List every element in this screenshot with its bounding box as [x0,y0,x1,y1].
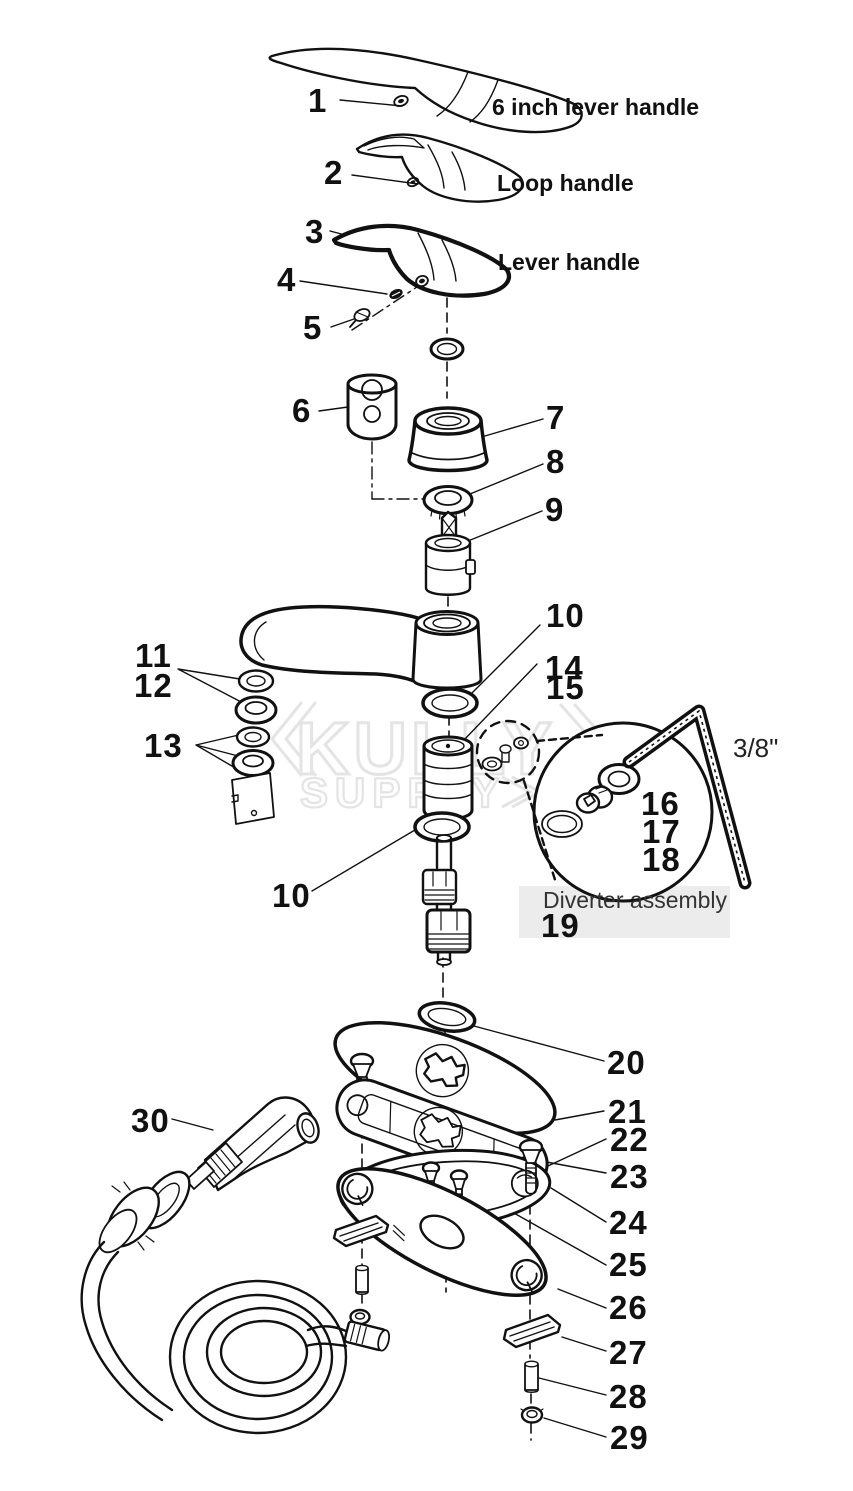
part-label-9: 9 [545,491,565,528]
part-label-30: 30 [131,1102,170,1139]
part-label-13: 13 [144,727,183,764]
hex-key-art [622,704,752,890]
part-label-20: 20 [607,1044,646,1081]
part-label-10b: 10 [272,877,311,914]
part-label-18: 18 [642,841,681,878]
part-label-8: 8 [546,443,566,480]
nuts-art [349,1308,544,1424]
bottom-plate-art [336,1167,548,1297]
shank-art [421,834,472,966]
small-screws-art [421,1161,469,1209]
loop-handle-art [355,133,524,203]
caption-loop-handle: Loop handle [497,170,634,196]
part-label-11: 11 [135,637,172,674]
lever-handle-art [331,223,511,298]
part-label-1: 1 [308,82,328,119]
part-label-23: 23 [610,1158,649,1195]
part-label-15: 15 [546,669,585,706]
part-label-5: 5 [303,309,323,346]
spacers-art [355,1264,539,1393]
axis-lines [351,280,427,500]
mounting-screw-right-art [518,1138,544,1195]
set-screw-art [389,288,403,300]
part-label-3: 3 [305,213,325,250]
part-label-10: 10 [546,597,585,634]
spout-o-ring-upper-art [421,687,479,719]
six-inch-lever-handle-art [268,47,583,134]
part-label-29: 29 [610,1419,649,1456]
caption-6inch-lever-handle: 6 inch lever handle [492,94,700,120]
watermark-line2: SUPPLY [300,769,506,816]
diverter-detail-source-art [475,719,604,885]
diverter-assembly-art [532,721,714,903]
dome-cap-art [407,406,489,473]
part-label-21: 21 [608,1093,647,1130]
spout-washer-bearing-art [234,669,278,725]
mounting-clips-art [332,1214,562,1349]
part-label-28: 28 [609,1378,648,1415]
stem-o-ring-art [429,337,465,361]
part-label-19: 19 [541,907,580,944]
part-label-4: 4 [277,261,297,298]
sprayer-hose-art [80,1240,391,1435]
part-label-14: 14 [545,649,584,686]
cartridge-art [424,510,476,596]
ring-kit-art [231,726,275,825]
base-o-ring-art [417,1001,477,1033]
part-label-27: 27 [609,1334,648,1371]
part-label-22: 22 [610,1121,649,1158]
spout-art [239,605,483,690]
part-label-6: 6 [292,392,312,429]
part-label-7: 7 [546,399,566,436]
caption-diverter-assembly: Diverter assembly [543,887,728,913]
caption-lever-handle: Lever handle [498,249,640,275]
leader-lines [171,99,607,1438]
sprayer-head-art [98,1096,320,1254]
handle-adapter-art [346,373,398,441]
valve-body-art [422,735,474,821]
part-label-24: 24 [609,1204,648,1241]
part-label-12: 12 [134,667,173,704]
plug-button-art [349,308,371,328]
part-label-26: 26 [609,1289,648,1326]
part-label-16: 16 [641,785,680,822]
part-label-2: 2 [324,154,344,191]
part-label-25: 25 [609,1246,648,1283]
part-label-17: 17 [642,813,681,850]
caption-hex-key-size: 3/8" [733,733,779,763]
